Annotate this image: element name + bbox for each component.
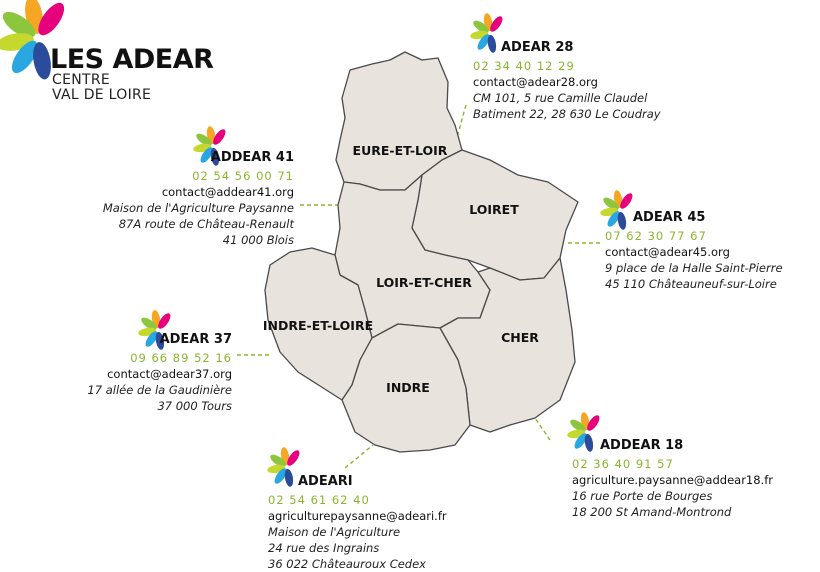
phone-number[interactable]: 07 62 30 77 67	[605, 229, 707, 243]
org-name: ADDEAR 18	[600, 437, 684, 453]
address-line: 24 rue des Ingrains	[268, 541, 380, 555]
label-eure-et-loir: EURE-ET-LOIR	[353, 143, 448, 158]
contact-adeari: ADEARI 02 54 61 62 40 agriculturepaysann…	[268, 470, 447, 572]
label-indre: INDRE	[386, 380, 430, 395]
brand-block: LES ADEAR CENTRE VAL DE LOIRE	[50, 44, 214, 103]
label-loir-et-cher: LOIR-ET-CHER	[376, 275, 472, 290]
address-line: Batiment 22, 28 630 Le Coudray	[473, 107, 661, 121]
contact-addear18: ADDEAR 18 02 36 40 91 57 agriculture.pay…	[572, 434, 773, 520]
org-name: ADEARI	[298, 473, 353, 489]
label-cher: CHER	[501, 330, 539, 345]
contact-adear45: ADEAR 45 07 62 30 77 67 contact@adear45.…	[605, 206, 783, 292]
contact-addear41: ADDEAR 41 02 54 56 00 71 contact@addear4…	[103, 146, 294, 248]
phone-number[interactable]: 09 66 89 52 16	[130, 351, 232, 365]
email-address[interactable]: contact@adear28.org	[473, 75, 598, 89]
address-line: 87A route de Château-Renault	[118, 217, 294, 231]
contact-adear37: ADEAR 37 09 66 89 52 16 contact@adear37.…	[87, 328, 232, 414]
email-address[interactable]: agriculturepaysanne@adeari.fr	[268, 509, 447, 523]
email-address[interactable]: contact@adear45.org	[605, 245, 730, 259]
phone-number[interactable]: 02 36 40 91 57	[572, 457, 674, 471]
address-line: 41 000 Blois	[222, 233, 294, 247]
address-line: 37 000 Tours	[157, 399, 232, 413]
org-name: ADEAR 45	[633, 209, 706, 225]
phone-number[interactable]: 02 34 40 12 29	[473, 59, 575, 73]
address-line: CM 101, 5 rue Camille Claudel	[473, 91, 648, 105]
address-line: 36 022 Châteauroux Cedex	[268, 557, 426, 571]
address-line: 16 rue Porte de Bourges	[572, 489, 713, 503]
brand-title: LES ADEAR	[50, 44, 214, 75]
org-name: ADEAR 28	[501, 39, 574, 55]
org-name: ADEAR 37	[159, 331, 232, 347]
email-address[interactable]: agriculture.paysanne@addear18.fr	[572, 473, 773, 487]
address-line: Maison de l'Agriculture Paysanne	[102, 201, 294, 215]
phone-number[interactable]: 02 54 56 00 71	[192, 169, 294, 183]
org-name: ADDEAR 41	[210, 149, 294, 165]
label-indre-et-loire: INDRE-ET-LOIRE	[263, 318, 373, 333]
leader-lines	[237, 104, 600, 469]
brand-subtitle-2: VAL DE LOIRE	[52, 87, 152, 103]
label-loiret: LOIRET	[469, 202, 519, 217]
dept-cher	[439, 257, 576, 433]
phone-number[interactable]: 02 54 61 62 40	[268, 493, 370, 507]
brand-subtitle-1: CENTRE	[52, 72, 111, 88]
email-address[interactable]: contact@addear41.org	[161, 185, 294, 199]
address-line: 17 allée de la Gaudinière	[87, 383, 232, 397]
email-address[interactable]: contact@adear37.org	[107, 367, 232, 381]
address-line: 45 110 Châteauneuf-sur-Loire	[605, 277, 777, 291]
address-line: Maison de l'Agriculture	[268, 525, 401, 539]
contact-adear28: ADEAR 28 02 34 40 12 29 contact@adear28.…	[473, 36, 661, 122]
address-line: 9 place de la Halle Saint-Pierre	[605, 261, 783, 275]
address-line: 18 200 St Amand-Montrond	[572, 505, 732, 519]
dept-indre	[341, 323, 471, 453]
